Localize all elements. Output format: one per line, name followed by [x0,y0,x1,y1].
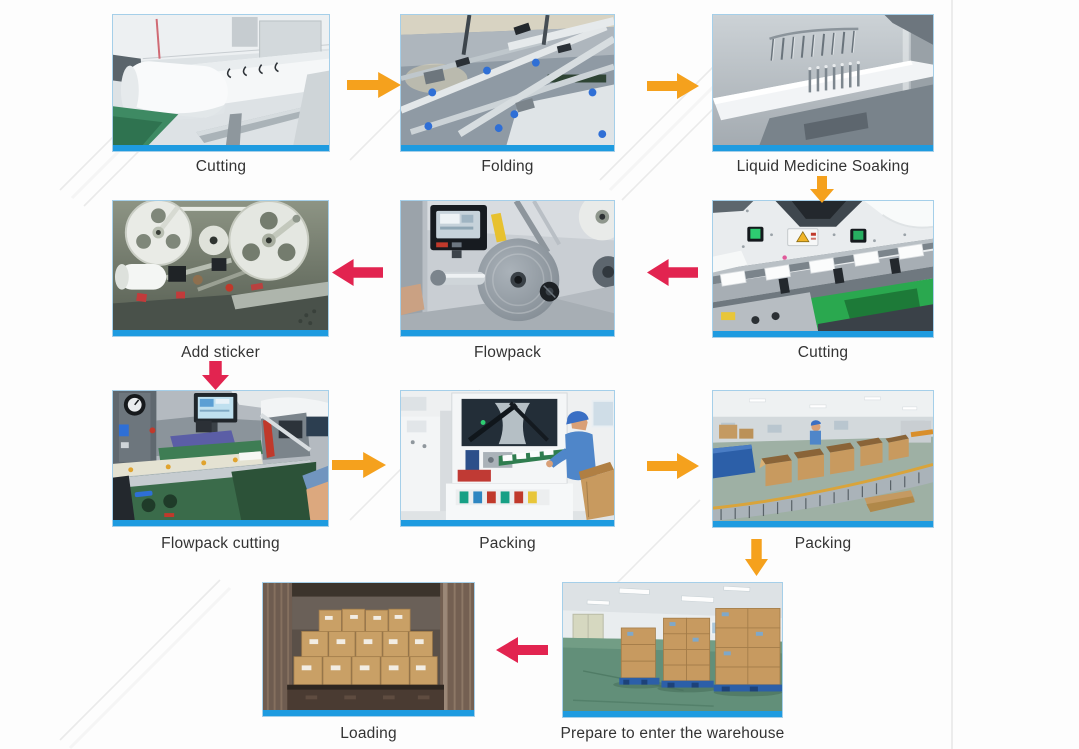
step-label-packing-1: Packing [479,535,536,552]
photo-card-flowpack-cutting [112,390,329,527]
arrow-soaking-to-cutting-icon [810,176,834,203]
step-label-cutting-2: Cutting [797,344,849,361]
photo-underline [563,711,782,717]
step-label-flowpack: Flowpack [473,344,542,361]
photo-card-liquid-medicine-soaking [712,14,934,152]
step-label-add-sticker: Add sticker [181,344,260,361]
photo-underline [113,520,328,526]
photo-underline [401,330,614,336]
step-label-loading: Loading [340,725,397,742]
photo-card-cutting-1 [112,14,330,152]
photo-card-flowpack [400,200,615,337]
photo-carton-conveyor [713,391,933,521]
photo-underline [713,145,933,151]
photo-soaking-machine [713,15,933,145]
step-label-cutting-1: Cutting [195,158,247,175]
photo-underline [713,521,933,527]
photo-card-folding [400,14,615,152]
arrow-folding-to-soaking-icon [647,73,699,99]
photo-card-packing-1 [400,390,615,527]
step-label-packing-2: Packing [794,535,852,552]
photo-folding-machine [401,15,614,145]
photo-flowpack-cutting-machine [113,391,328,520]
arrow-warehouse-to-loading-icon [496,637,548,663]
photo-card-add-sticker [112,200,329,337]
photo-card-cutting-2 [712,200,934,338]
arrow-packing-to-packing-icon [647,453,699,479]
photo-warehouse-interior [563,583,782,711]
photo-flowpack-machine [401,201,614,330]
photo-card-prepare-warehouse [562,582,783,718]
step-label-flowpack-cutting: Flowpack cutting [161,535,280,552]
photo-underline [113,145,329,151]
photo-cutting-machine-2 [713,201,933,331]
step-label-prepare-warehouse: Prepare to enter the warehouse [560,725,785,742]
arrow-add-sticker-to-flowpack-cutting-icon [202,361,229,390]
arrow-flowpack-cutting-to-packing-icon [332,452,386,478]
step-label-liquid-medicine-soaking: Liquid Medicine Soaking [736,158,910,175]
arrow-flowpack-to-add-sticker-icon [332,259,383,286]
photo-packing-station [401,391,614,520]
photo-card-loading [262,582,475,717]
arrow-cutting-to-folding-icon [347,72,401,98]
photo-underline [713,331,933,337]
photo-underline [401,145,614,151]
arrow-packing-to-warehouse-icon [745,539,768,576]
photo-underline [401,520,614,526]
photo-cutting-machine [113,15,329,145]
step-label-folding: Folding [481,158,534,175]
photo-underline [113,330,328,336]
photo-underline [263,710,474,716]
arrow-cutting-to-flowpack-icon [647,259,698,286]
photo-container-loading [263,583,474,710]
photo-card-packing-2 [712,390,934,528]
photo-sticker-machine [113,201,328,330]
